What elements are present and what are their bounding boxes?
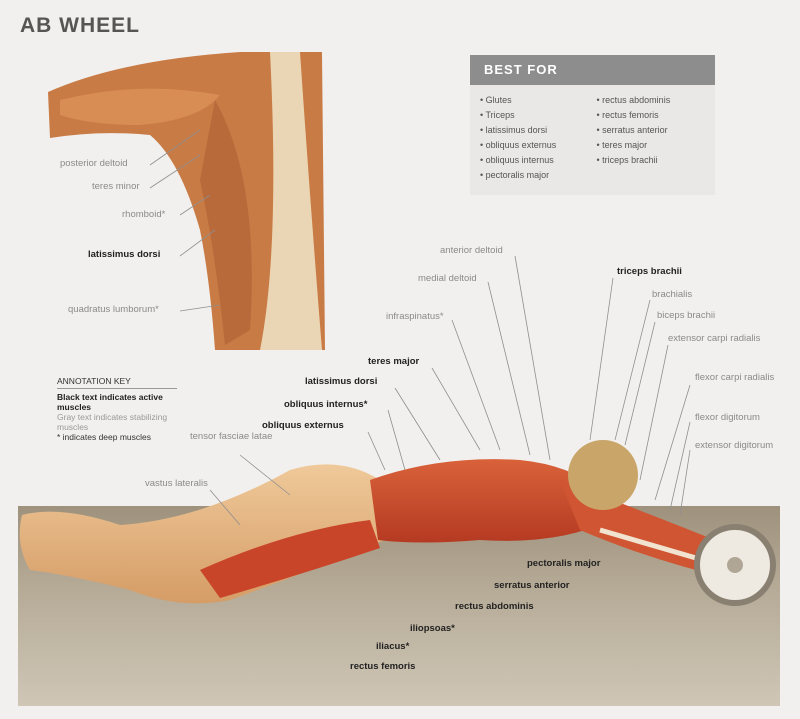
list-item: Triceps [480,108,589,123]
muscle-label: latissimus dorsi [88,249,161,260]
muscle-label: medial deltoid [418,273,477,284]
muscle-label: brachialis [652,289,693,300]
muscle-label: serratus anterior [494,580,570,591]
muscle-label: iliopsoas* [410,623,455,634]
muscle-label: latissimus dorsi [305,376,378,387]
muscle-label: rectus abdominis [455,601,534,612]
annotation-key-active: Black text indicates active muscles [57,392,163,412]
list-item: latissimus dorsi [480,123,589,138]
muscle-label: obliquus internus* [284,399,368,410]
best-for-list-left: Glutes Triceps latissimus dorsi obliquus… [480,93,589,183]
muscle-label: teres major [368,356,420,367]
muscle-label: biceps brachii [657,310,716,321]
annotation-key-stabilizing: Gray text indicates stabilizing muscles [57,412,168,432]
list-item: Glutes [480,93,589,108]
list-item: obliquus externus [480,138,589,153]
list-item: pectoralis major [480,168,589,183]
best-for-heading: BEST FOR [470,55,715,85]
page-title: AB WHEEL [20,14,140,37]
muscle-label: teres minor [92,181,140,192]
back-muscles-inset [48,52,325,350]
muscle-label: extensor carpi radialis [668,333,761,344]
best-for-list-right: rectus abdominis rectus femoris serratus… [597,93,706,183]
list-item: obliquus internus [480,153,589,168]
muscle-label: pectoralis major [527,558,601,569]
muscle-label: triceps brachii [617,266,682,277]
annotation-key-deep: * indicates deep muscles [57,432,152,442]
muscle-label: infraspinatus* [386,311,444,322]
muscle-label: vastus lateralis [145,478,208,489]
list-item: rectus abdominis [597,93,706,108]
list-item: teres major [597,138,706,153]
annotation-key-heading: ANNOTATION KEY [57,376,177,389]
list-item: triceps brachii [597,153,706,168]
muscle-label: anterior deltoid [440,245,503,256]
muscle-label: flexor carpi radialis [695,372,775,383]
annotation-key: ANNOTATION KEY Black text indicates acti… [57,376,177,442]
muscle-label: rectus femoris [350,661,416,672]
torso [370,459,610,543]
muscle-label: rhomboid* [122,209,166,220]
list-item: rectus femoris [597,108,706,123]
muscle-label: extensor digitorum [695,440,774,451]
muscle-label: flexor digitorum [695,412,760,423]
muscle-label: obliquus externus [262,420,344,431]
list-item: serratus anterior [597,123,706,138]
muscle-label: tensor fasciae latae [190,431,273,442]
muscle-label: quadratus lumborum* [68,304,159,315]
head [568,440,638,510]
best-for-panel: BEST FOR Glutes Triceps latissimus dorsi… [470,55,715,195]
muscle-label: iliacus* [376,641,410,652]
muscle-label: posterior deltoid [60,158,128,169]
